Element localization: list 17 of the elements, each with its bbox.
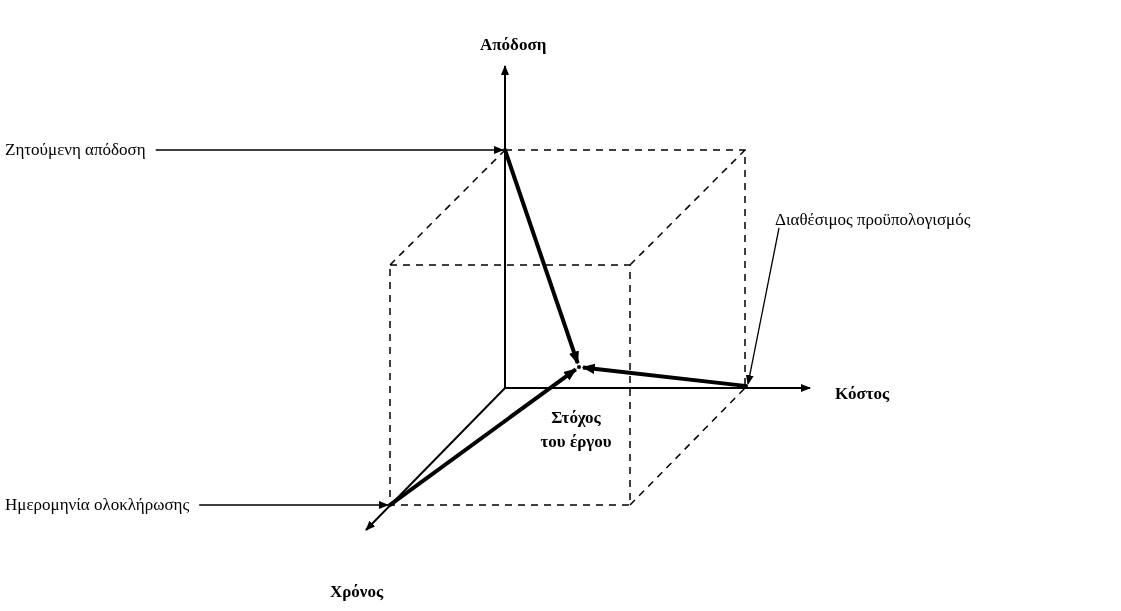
axis-label: Απόδοση xyxy=(480,35,547,55)
callout-text: Διαθέσιμος προϋπολογισμός xyxy=(775,210,971,230)
axis-label: Χρόνος xyxy=(330,582,384,602)
point-marker xyxy=(577,365,581,369)
point-marker xyxy=(503,148,507,152)
point-marker xyxy=(388,503,392,507)
leader-arrow xyxy=(155,146,504,154)
arrow xyxy=(503,150,580,365)
leader-arrow xyxy=(198,501,389,509)
callout-text: Ζητούμενη απόδοση xyxy=(5,140,146,160)
arrow xyxy=(389,367,577,507)
leader-arrow xyxy=(745,227,780,385)
callout-text: Ημερομηνία ολοκλήρωσης xyxy=(5,495,190,515)
point-marker xyxy=(744,384,748,388)
goal-label: Στόχος του έργου xyxy=(540,407,612,453)
arrow xyxy=(581,363,746,388)
axis-label: Κόστος xyxy=(835,384,890,404)
